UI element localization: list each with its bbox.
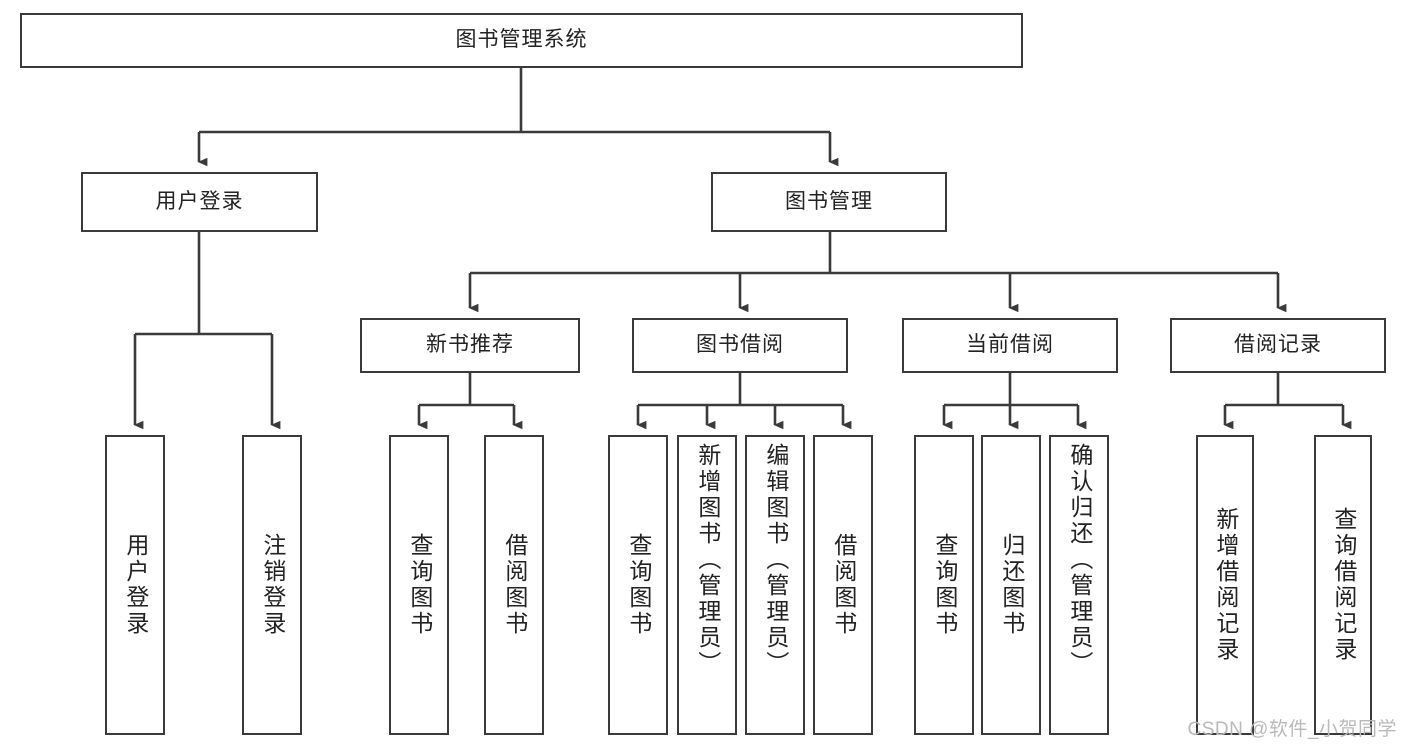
node-label: 图书管理	[785, 189, 873, 213]
node-label: 新书推荐	[426, 333, 514, 357]
node-label: 图书借阅	[696, 333, 784, 357]
node-label: 当前借阅	[966, 333, 1054, 357]
leaf-confirm-return-admin[interactable]: 确认归还（管理员）	[1049, 435, 1109, 735]
leaf-label: 查询图书	[625, 533, 652, 637]
leaf-add-book-admin[interactable]: 新增图书（管理员）	[677, 435, 737, 735]
leaf-label: 新增图书（管理员）	[694, 443, 721, 677]
watermark-text: CSDN @软件_小贺同学	[1187, 719, 1397, 740]
node-label: 用户登录	[155, 189, 244, 213]
leaf-label: 编辑图书（管理员）	[762, 443, 789, 677]
leaf-label: 新增借阅记录	[1212, 507, 1239, 663]
leaf-query-borrow-record[interactable]: 查询借阅记录	[1314, 435, 1372, 735]
leaf-query-book-borrow[interactable]: 查询图书	[608, 435, 668, 735]
node-root-book-management-system[interactable]: 图书管理系统	[20, 13, 1023, 68]
node-label: 图书管理系统	[455, 28, 588, 52]
node-book-management[interactable]: 图书管理	[711, 172, 947, 232]
leaf-borrow-book[interactable]: 借阅图书	[813, 435, 873, 735]
leaf-label: 借阅图书	[830, 533, 857, 637]
node-label: 借阅记录	[1234, 333, 1322, 357]
leaf-logout[interactable]: 注销登录	[242, 435, 302, 735]
leaf-edit-book-admin[interactable]: 编辑图书（管理员）	[745, 435, 805, 735]
leaf-label: 查询借阅记录	[1330, 507, 1357, 663]
leaf-user-login[interactable]: 用户登录	[105, 435, 165, 735]
leaf-label: 用户登录	[122, 533, 149, 637]
leaf-label: 查询图书	[931, 533, 958, 637]
leaf-query-book-current[interactable]: 查询图书	[914, 435, 974, 735]
node-borrow-record[interactable]: 借阅记录	[1170, 318, 1386, 373]
node-book-borrow[interactable]: 图书借阅	[632, 318, 848, 373]
leaf-query-book-recommend[interactable]: 查询图书	[389, 435, 449, 735]
leaf-borrow-book-recommend[interactable]: 借阅图书	[484, 435, 544, 735]
leaf-return-book[interactable]: 归还图书	[981, 435, 1041, 735]
leaf-label: 查询图书	[406, 533, 433, 637]
leaf-label: 归还图书	[998, 533, 1025, 637]
node-current-borrow[interactable]: 当前借阅	[902, 318, 1118, 373]
leaf-label: 注销登录	[259, 533, 286, 637]
node-user-login[interactable]: 用户登录	[81, 172, 318, 232]
leaf-label: 借阅图书	[501, 533, 528, 637]
node-new-book-recommend[interactable]: 新书推荐	[360, 318, 580, 373]
leaf-add-borrow-record[interactable]: 新增借阅记录	[1196, 435, 1254, 735]
leaf-label: 确认归还（管理员）	[1066, 443, 1093, 677]
